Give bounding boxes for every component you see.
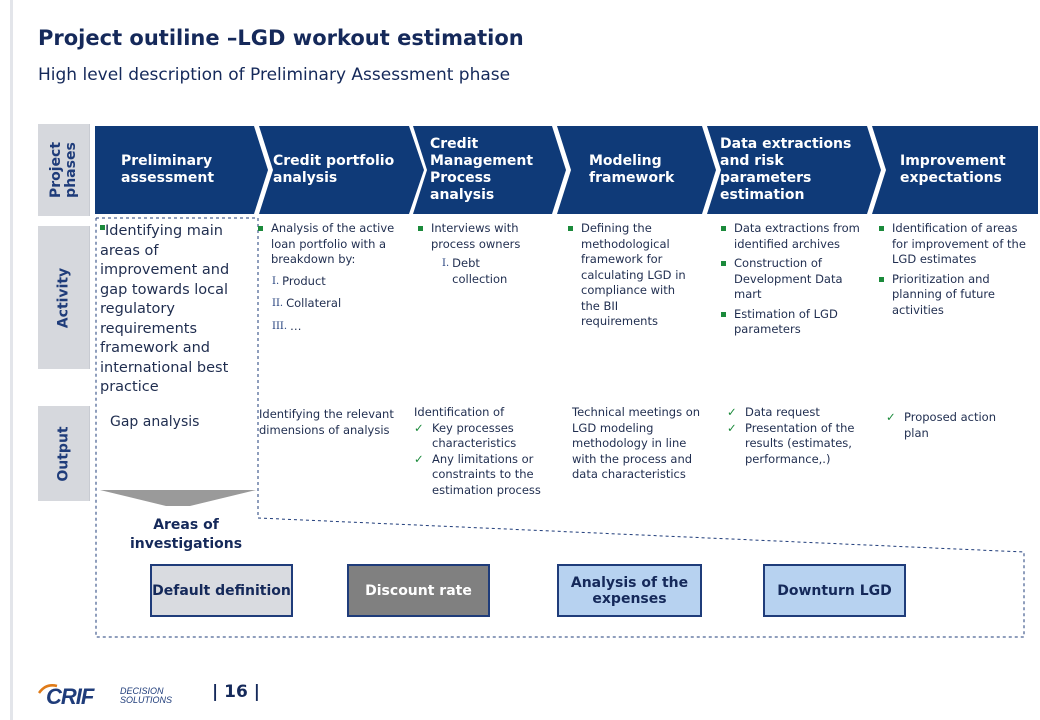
page-subtitle: High level description of Preliminary As…	[38, 65, 511, 85]
phase-data-extractions: Data extractions and risk parameters est…	[720, 136, 852, 203]
list-item: ✓Presentation of the results (estimates,…	[727, 420, 855, 466]
activity-col4: Defining the methodological framework fo…	[568, 221, 690, 334]
phase-credit-management-process: Credit Management Process analysis	[430, 136, 534, 203]
check-icon: ✓	[727, 420, 737, 435]
activity-col6: Identification of areas for improvement …	[879, 221, 1027, 322]
phase-credit-portfolio-analysis: Credit portfolio analysis	[273, 153, 395, 186]
bullet	[879, 226, 884, 231]
chevron-shape	[872, 126, 1038, 214]
phase-modeling-framework: Modeling framework	[589, 153, 675, 186]
page-number: | 16 |	[212, 682, 260, 702]
box-default-definition: Default definition	[150, 564, 293, 617]
check-icon: ✓	[886, 410, 896, 424]
investigations-label: Areas of investigations	[129, 517, 243, 552]
chevron-shape	[259, 126, 424, 214]
list-item: II.Collateral	[272, 296, 342, 310]
page-title: Project outiline –LGD workout estimation	[38, 26, 524, 50]
swoosh-icon	[38, 684, 58, 694]
box-downturn-lgd: Downturn LGD	[763, 564, 906, 617]
left-margin-rule	[10, 0, 13, 720]
check-icon: ✓	[727, 405, 737, 419]
chevron-shape	[95, 126, 268, 214]
list-item: ✓Key processes characteristics	[414, 420, 517, 451]
list-item: ✓Any limitations or constraints to the e…	[414, 451, 541, 497]
bullet	[418, 226, 423, 231]
output-col1: Gap analysis	[110, 414, 200, 430]
output-col2: Identifying the relevant dimensions of a…	[259, 407, 394, 437]
output-col6: ✓Proposed action plan	[886, 410, 1016, 441]
box-analysis-expenses: Analysis of the expenses	[557, 564, 702, 617]
phase-improvement-expectations: Improvement expectations	[900, 153, 1006, 186]
activity-col5: Data extractions from identified archive…	[721, 221, 867, 342]
phase-chevrons	[95, 126, 1038, 214]
bullet	[721, 226, 726, 231]
row-label-output: Output	[38, 406, 90, 501]
check-icon: ✓	[414, 451, 424, 466]
bullet	[568, 226, 573, 231]
bullet	[721, 311, 726, 317]
list-item: ✓Data request	[727, 405, 820, 419]
check-icon: ✓	[414, 420, 424, 435]
chevron-shape	[707, 126, 881, 214]
funnel-arrow	[100, 490, 256, 506]
crif-logo: CRIF DECISION SOLUTIONS	[38, 680, 208, 710]
list-item: ✓Proposed action plan	[886, 410, 996, 440]
chevron-shape	[557, 126, 716, 214]
bullet	[100, 225, 105, 230]
activity-col3: Interviews with process owners I.Debt co…	[418, 221, 538, 287]
list-item: I.Debt collection	[442, 256, 508, 286]
list-item: III.…	[272, 318, 302, 333]
activity-col1: Identifying main areas of improvement an…	[100, 223, 230, 395]
activity-col2: Analysis of the active loan portfolio wi…	[258, 221, 408, 334]
bullet	[879, 276, 884, 282]
output-col5: ✓Data request ✓Presentation of the resul…	[727, 405, 862, 467]
output-col4: Technical meetings on LGD modeling metho…	[572, 405, 701, 481]
box-discount-rate: Discount rate	[347, 564, 490, 617]
row-label-project-phases: Project phases	[38, 124, 90, 216]
phase-preliminary-assessment: Preliminary assessment	[121, 153, 215, 186]
dashed-outline	[95, 217, 1025, 638]
chevron-shape	[413, 126, 566, 214]
bullet	[258, 226, 263, 231]
output-col3: Identification of ✓Key processes charact…	[414, 405, 559, 498]
row-label-activity: Activity	[38, 226, 90, 369]
list-item: I.Product	[272, 273, 326, 288]
bullet	[721, 261, 726, 266]
